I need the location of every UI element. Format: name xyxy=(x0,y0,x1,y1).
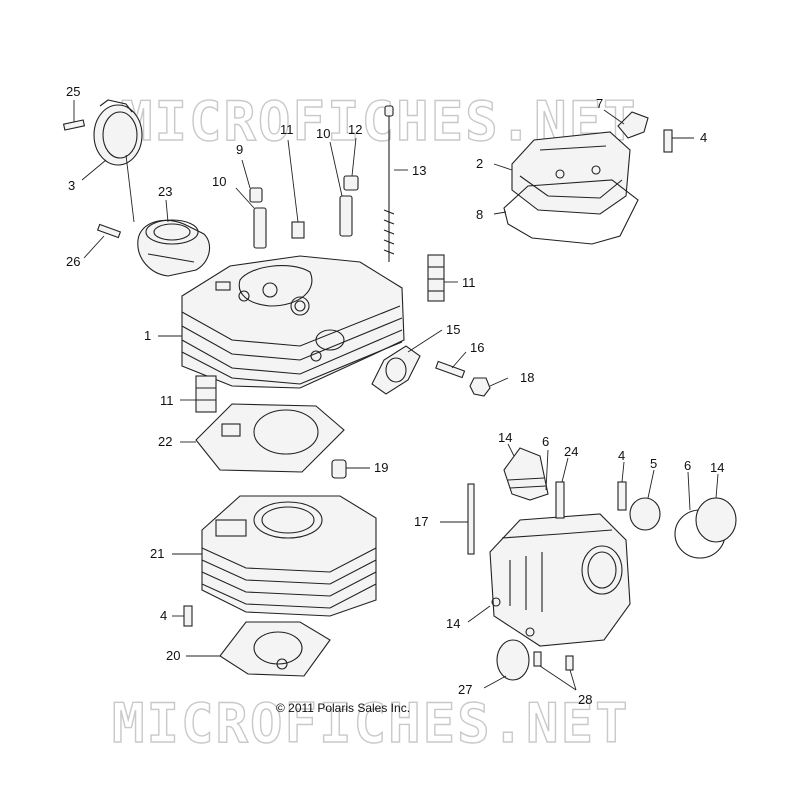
callout-25: 25 xyxy=(66,84,80,99)
callout-12: 12 xyxy=(348,122,362,137)
callout-16: 16 xyxy=(470,340,484,355)
callout-6: 6 xyxy=(542,434,549,449)
leader-lines xyxy=(73,100,719,691)
callout-17: 17 xyxy=(414,514,428,529)
callout-4: 4 xyxy=(700,130,707,145)
callout-15: 15 xyxy=(446,322,460,337)
head-gasket-part xyxy=(195,403,345,473)
callout-23: 23 xyxy=(158,184,172,199)
callout-26: 26 xyxy=(66,254,80,269)
callout-27: 27 xyxy=(458,682,472,697)
callout-11: 11 xyxy=(280,122,294,137)
cover-gasket-part xyxy=(503,179,639,245)
breather-fitting-part xyxy=(617,111,673,153)
housing-part xyxy=(489,513,631,647)
clamp-ring-part xyxy=(62,99,143,166)
callout-10: 10 xyxy=(212,174,226,189)
spacer-block-parts xyxy=(195,254,445,413)
callout-21: 21 xyxy=(150,546,164,561)
callout-11: 11 xyxy=(160,393,174,408)
bolt-part xyxy=(183,605,193,627)
dowel-part xyxy=(331,459,347,479)
callout-24: 24 xyxy=(564,444,578,459)
callout-11: 11 xyxy=(462,275,476,290)
callout-3: 3 xyxy=(68,178,75,193)
callout-1: 1 xyxy=(144,328,151,343)
valve-cover-part xyxy=(511,131,631,215)
callout-9: 9 xyxy=(236,142,243,157)
cap-parts xyxy=(496,497,737,681)
boot-seal-part xyxy=(503,447,549,501)
callout-18: 18 xyxy=(520,370,534,385)
callout-4: 4 xyxy=(618,448,625,463)
copyright-text: © 2011 Polaris Sales Inc. xyxy=(276,701,410,715)
callout-6: 6 xyxy=(684,458,691,473)
callout-5: 5 xyxy=(650,456,657,471)
callout-22: 22 xyxy=(158,434,172,449)
callout-2: 2 xyxy=(476,156,483,171)
exhaust-gasket-part xyxy=(371,345,491,397)
callout-10: 10 xyxy=(316,126,330,141)
callout-14: 14 xyxy=(710,460,724,475)
callout-19: 19 xyxy=(374,460,388,475)
callout-14: 14 xyxy=(498,430,512,445)
stud-bolt-part xyxy=(383,105,395,262)
callout-4: 4 xyxy=(160,608,167,623)
callout-14: 14 xyxy=(446,616,460,631)
callout-8: 8 xyxy=(476,207,483,222)
callout-20: 20 xyxy=(166,648,180,663)
valve-guide-parts xyxy=(249,175,359,249)
cylinder-head-part xyxy=(181,255,405,389)
watermark-bottom: MICROFICHES.NET xyxy=(112,692,630,755)
cylinder-block-part xyxy=(201,495,377,617)
callout-28: 28 xyxy=(578,692,592,707)
callout-7: 7 xyxy=(596,96,603,111)
callout-13: 13 xyxy=(412,163,426,178)
small-bolt-parts xyxy=(467,481,627,671)
intake-boot-part xyxy=(96,219,211,277)
base-gasket-part xyxy=(219,621,331,677)
